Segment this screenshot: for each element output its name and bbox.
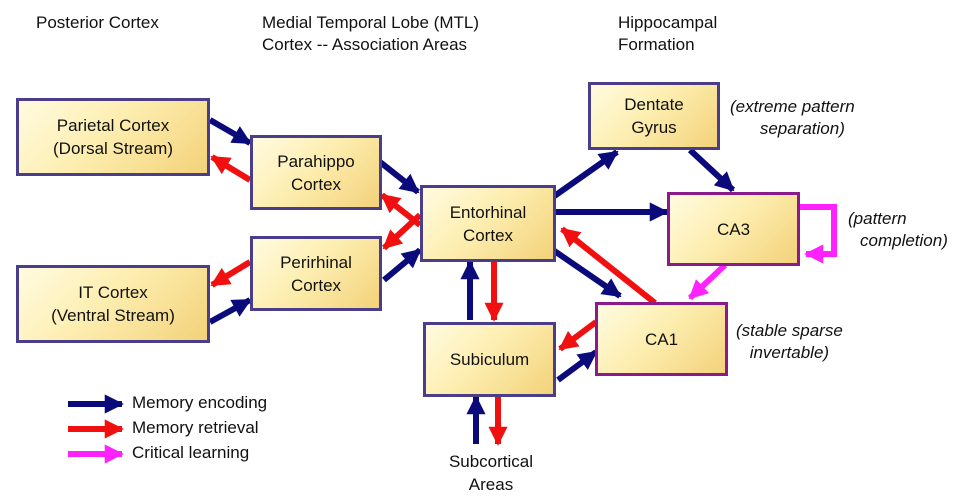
arrow-parahippo-to-entorhinal — [378, 159, 420, 195]
arrow-entorhinal-to-dentate — [551, 149, 619, 200]
subcortical-line2: Areas — [468, 475, 514, 494]
legend-label-encoding: Memory encoding — [132, 393, 268, 412]
note-dentate: (extreme pattern separation) — [730, 96, 855, 140]
box-ca3: CA3 — [667, 192, 800, 266]
box-it-cortex: IT Cortex (Ventral Stream) — [16, 265, 210, 343]
legend-label-learning: Critical learning — [132, 443, 250, 462]
dentate-line2: Gyrus — [631, 118, 677, 137]
parietal-line2: (Dorsal Stream) — [53, 139, 173, 158]
parahippo-line2: Cortex — [290, 174, 342, 194]
header-posterior-cortex: Posterior Cortex — [36, 13, 159, 32]
ca1-label: CA1 — [644, 329, 679, 349]
header-hippo-line2: Formation — [618, 35, 695, 54]
parahippo-line1: Parahippo — [277, 151, 355, 171]
arrow-ca1-to-subiculum — [558, 319, 598, 352]
subiculum-label: Subiculum — [449, 350, 530, 369]
legend-label-retrieval: Memory retrieval — [132, 418, 259, 437]
header-hippo-line1: Hippocampal — [618, 13, 718, 32]
note-ca1-line1: (stable sparse — [736, 321, 843, 340]
header-mtl-line1: Medial Temporal Lobe (MTL) — [262, 13, 479, 32]
header-hippocampal-formation: Hippocampal Formation — [618, 12, 717, 56]
arrow-ca3-recurrent — [800, 204, 837, 264]
header-mtl-line2: Cortex -- Association Areas — [262, 35, 468, 54]
note-ca3-line1: (pattern — [848, 209, 907, 228]
arrow-entorhinal-to-ca1 — [551, 247, 622, 299]
entorhinal-line1: Entorhinal — [449, 202, 527, 222]
note-ca3-line2: completion) — [860, 231, 948, 250]
note-ca1: (stable sparse invertable) — [736, 320, 843, 364]
arrow-parahippo-to-parietal — [210, 154, 252, 183]
ca3-label: CA3 — [716, 219, 751, 239]
dentate-line1: Dentate — [624, 95, 684, 114]
arrow-subiculum-to-ca1 — [556, 349, 598, 383]
arrow-perirhinal-to-it — [210, 259, 252, 288]
it-line2: (Ventral Stream) — [51, 306, 175, 325]
arrow-parietal-to-parahippo — [208, 117, 252, 146]
arrow-it-to-perirhinal — [208, 297, 252, 325]
arrow-ca1-to-entorhinal — [560, 226, 657, 306]
parietal-line1: Parietal Cortex — [56, 116, 170, 135]
arrow-dentate-to-ca3 — [687, 147, 736, 193]
arrow-ca3-to-ca1 — [687, 262, 728, 301]
note-dentate-line2: separation) — [759, 119, 845, 138]
subcortical-line1: Subcortical — [448, 452, 534, 471]
arrow-perirhinal-to-entorhinal — [382, 247, 422, 283]
header-mtl: Medial Temporal Lobe (MTL) Cortex -- Ass… — [262, 12, 479, 56]
box-subiculum: Subiculum — [423, 322, 556, 397]
note-ca1-line2: invertable) — [749, 343, 830, 362]
entorhinal-line2: Cortex — [462, 225, 514, 245]
note-dentate-line1: (extreme pattern — [730, 97, 855, 116]
arrow-entorhinal-to-perirhinal — [381, 212, 423, 251]
box-parietal-cortex: Parietal Cortex (Dorsal Stream) — [16, 98, 210, 176]
box-ca1: CA1 — [595, 302, 728, 376]
it-line1: IT Cortex — [78, 283, 148, 302]
perirhinal-line2: Cortex — [290, 275, 342, 295]
note-ca3: (pattern completion) — [848, 208, 948, 252]
subcortical-areas-label: Subcortical Areas — [428, 450, 554, 496]
perirhinal-line1: Perirhinal — [280, 252, 352, 272]
